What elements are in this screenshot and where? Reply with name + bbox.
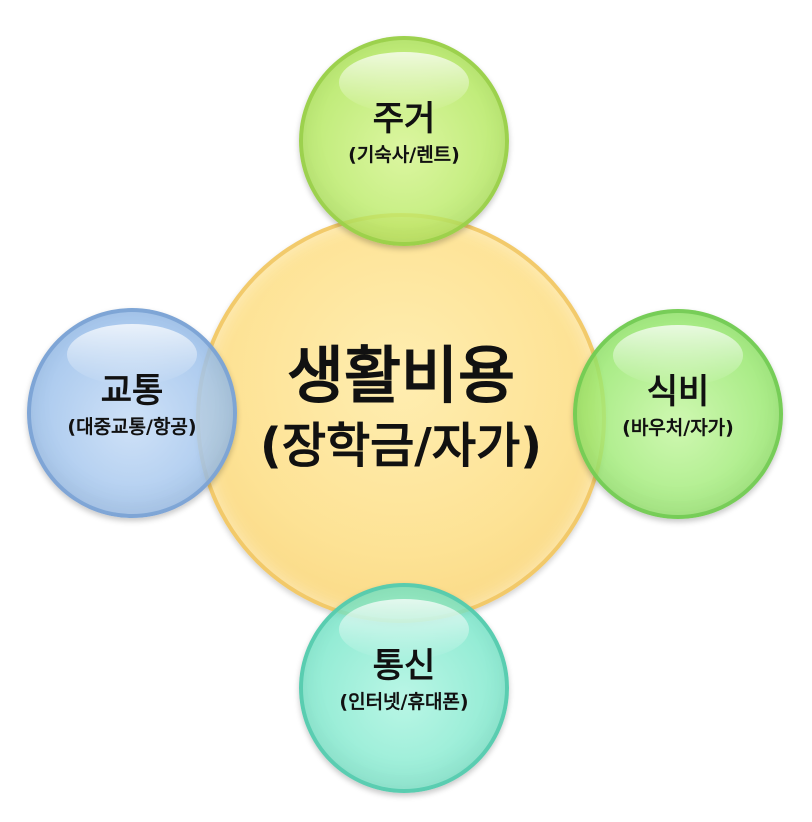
food-subtitle: (바우처/자가) [622, 417, 734, 440]
node-label-housing: 주거 (기숙사/렌트) [309, 99, 499, 167]
transport-subtitle: (대중교통/항공) [67, 416, 197, 439]
communication-title: 통신 [372, 646, 436, 686]
housing-subtitle: (기숙사/렌트) [348, 144, 460, 167]
communication-subtitle: (인터넷/휴대폰) [339, 691, 469, 714]
center-title: 생활비용 [286, 339, 516, 412]
center-circle [196, 213, 606, 623]
center-subtitle: (장학금/자가) [259, 418, 543, 475]
node-circle-transport [27, 308, 237, 518]
housing-title: 주거 [372, 99, 436, 139]
node-circle-food [573, 309, 783, 519]
center-label: 생활비용 (장학금/자가) [206, 340, 596, 474]
node-circle-communication [299, 583, 509, 793]
node-label-communication: 통신 (인터넷/휴대폰) [309, 646, 499, 714]
node-label-food: 식비 (바우처/자가) [583, 372, 773, 440]
node-circle-housing [299, 36, 509, 246]
food-title: 식비 [646, 372, 710, 412]
node-label-transport: 교통 (대중교통/항공) [37, 371, 227, 439]
transport-title: 교통 [100, 371, 164, 411]
